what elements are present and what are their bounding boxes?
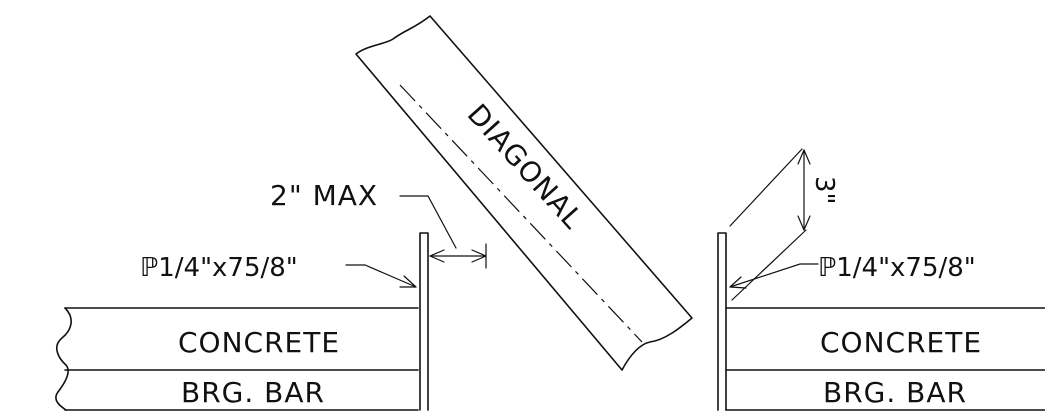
max-dim-arrow-right	[471, 249, 487, 263]
plate-leader-right-arrow	[729, 276, 747, 289]
max-dim-leader	[399, 195, 457, 249]
right-plate	[717, 232, 727, 411]
left-concrete-block	[64, 307, 419, 411]
plate-leader-left	[345, 264, 417, 288]
brg-bar-label-left: BRG. BAR	[181, 376, 325, 409]
three-inch-arrow-top	[797, 149, 811, 165]
brg-bar-label-right: BRG. BAR	[823, 376, 967, 409]
diagonal-centerline	[399, 84, 643, 343]
diagonal-outline	[355, 15, 693, 371]
left-plate	[419, 232, 429, 411]
right-assembly	[717, 148, 1045, 411]
diagonal-member: DIAGONAL	[355, 15, 693, 371]
plate-label-left: ℙ1/4"x75/8"	[140, 253, 298, 283]
left-break-line	[55, 307, 72, 411]
max-dim-label: 2" MAX	[270, 179, 378, 212]
diagonal-label: DIAGONAL	[461, 98, 590, 236]
plate-leader-left-arrow	[399, 275, 417, 288]
plate-label-right: ℙ1/4"x75/8"	[818, 253, 976, 283]
left-assembly	[55, 195, 487, 411]
three-inch-arrow-bottom	[797, 215, 811, 231]
max-dim-line	[429, 243, 487, 269]
right-concrete-block	[725, 307, 1045, 411]
concrete-label-right: CONCRETE	[820, 326, 982, 359]
max-dim-arrow-left	[429, 249, 445, 263]
three-inch-label: 3"	[809, 176, 839, 205]
plate-leader-right	[729, 263, 819, 288]
concrete-label-left: CONCRETE	[178, 326, 340, 359]
